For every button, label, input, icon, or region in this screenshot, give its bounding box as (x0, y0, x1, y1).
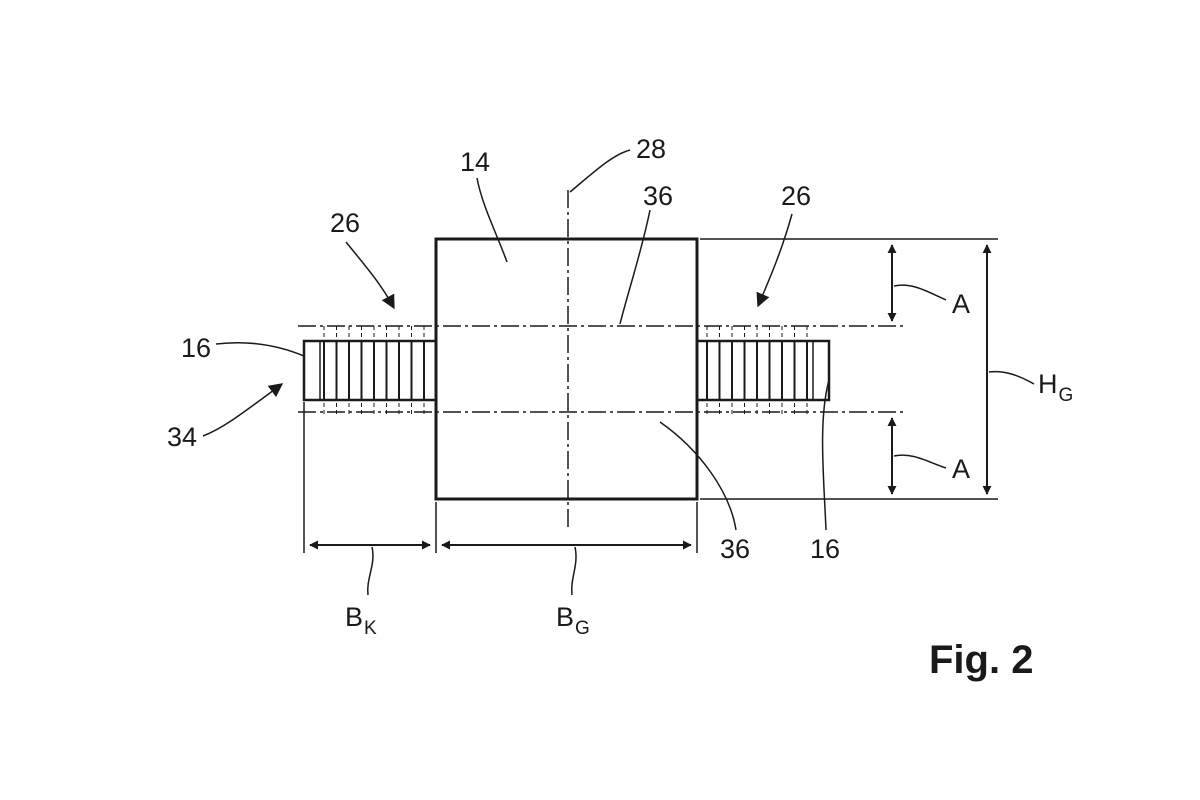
label-26-left: 26 (330, 208, 360, 238)
leader-36-upper (620, 210, 650, 324)
leader-34 (203, 384, 282, 436)
leader-26-left (346, 242, 394, 308)
label-36-upper: 36 (643, 181, 673, 211)
fin-stack-left (304, 326, 436, 414)
label-dim-width-block: BG (556, 602, 590, 639)
fin-stack-right (697, 326, 829, 414)
dim-height-leader (989, 372, 1034, 384)
label-26-right: 26 (781, 181, 811, 211)
label-16-left: 16 (181, 333, 211, 363)
leader-26-right (758, 214, 792, 306)
main-block (436, 239, 697, 499)
dim-a-lower-leader (894, 455, 946, 468)
leader-16-right (823, 380, 829, 530)
dim-width-fins-leader (368, 547, 373, 595)
dim-a-upper-leader (894, 285, 946, 300)
leader-28 (570, 150, 630, 192)
label-36-lower: 36 (720, 534, 750, 564)
label-dim-width-fins: BK (345, 602, 377, 639)
label-dim-height: HG (1038, 369, 1073, 406)
label-14: 14 (460, 147, 490, 177)
leader-14 (477, 178, 507, 262)
label-dim-a-lower: A (952, 454, 970, 484)
label-28: 28 (636, 134, 666, 164)
label-dim-a-upper: A (952, 289, 970, 319)
label-16-right: 16 (810, 534, 840, 564)
leader-16-left (216, 343, 304, 356)
label-34: 34 (167, 422, 197, 452)
figure-label: Fig. 2 (929, 638, 1033, 682)
dim-width-block-leader (572, 547, 576, 595)
